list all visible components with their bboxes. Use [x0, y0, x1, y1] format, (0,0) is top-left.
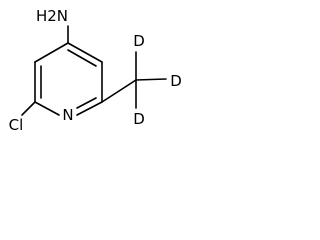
bond-c6-cd3 [101, 79, 137, 103]
bond-c4-c3 [34, 42, 69, 63]
bond-c5-c4-inner [67, 49, 97, 67]
deuterium-label-bottom: D [133, 110, 145, 128]
bond-c2-chloro [21, 101, 36, 116]
amine-label: H2N [36, 7, 68, 25]
bond-cd3-d2 [135, 78, 167, 81]
ring-nitrogen-label: N [62, 106, 73, 124]
bond-n1-c6-inner [76, 97, 97, 109]
deuterium-label-right: D [170, 72, 182, 90]
deuterium-label-top: D [133, 32, 145, 50]
chloro-label: Cl [9, 116, 24, 134]
structure-drawing: H2N Cl N D D D [9, 7, 182, 134]
bond-c2-n1 [34, 101, 60, 116]
bond-c5-c4 [67, 42, 103, 63]
bond-n1-c6 [76, 101, 103, 116]
